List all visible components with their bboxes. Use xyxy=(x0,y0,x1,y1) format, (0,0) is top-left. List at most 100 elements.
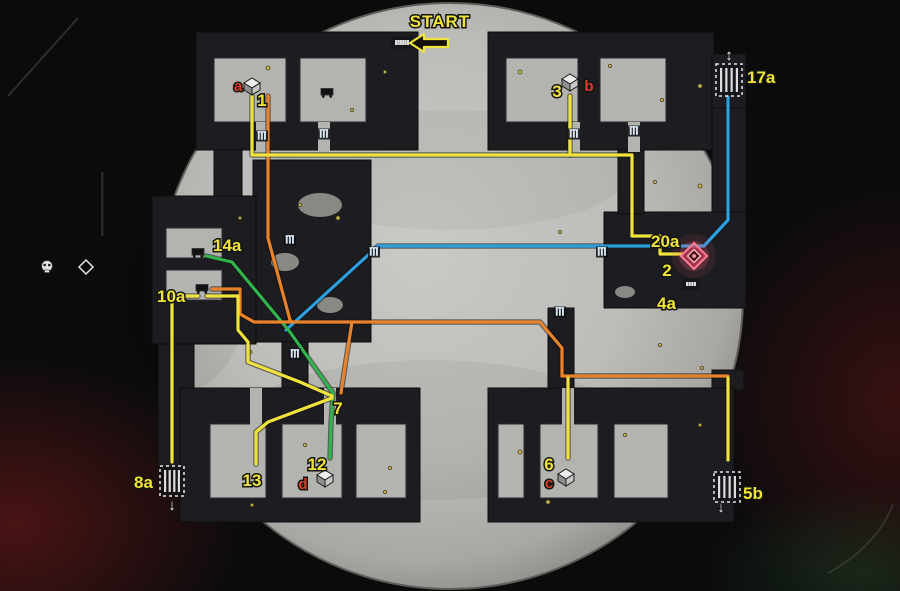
loot-dot xyxy=(382,70,387,75)
route-yellow-main-1-to-2 xyxy=(250,94,684,256)
door-icon xyxy=(289,348,301,360)
exit-box xyxy=(682,278,700,290)
inner-room-tr-1 xyxy=(505,57,579,123)
exit-box xyxy=(391,36,413,49)
door-bar xyxy=(597,248,600,256)
label-wp-13: 13 xyxy=(243,471,262,490)
hatch-bar xyxy=(735,68,738,92)
door-bar xyxy=(632,127,635,135)
exit-17a: ↕ xyxy=(715,46,743,97)
door-bar xyxy=(558,308,561,316)
door-bar xyxy=(322,130,325,138)
label-wp-17a: 17a xyxy=(747,68,776,87)
label-item-b: b xyxy=(584,78,593,95)
label-wp-14a: 14a xyxy=(213,236,242,255)
loot-dot xyxy=(237,215,242,220)
glass-scratch-bottom-right xyxy=(827,503,894,574)
loot-dot xyxy=(660,98,665,103)
loot-dot xyxy=(653,179,658,184)
inner-room-br-2 xyxy=(539,423,599,499)
hatch-bar xyxy=(728,476,731,498)
objective-marker xyxy=(672,234,716,278)
label-wp-12: 12 xyxy=(308,455,327,474)
door-bar xyxy=(288,236,291,244)
hatch-bar xyxy=(733,476,736,498)
door-bar xyxy=(257,131,267,133)
door-bar xyxy=(636,127,638,135)
room-bottom-right xyxy=(487,387,735,523)
door-bar xyxy=(326,130,328,138)
inner-room-tr-2 xyxy=(599,57,667,123)
label-item-d: d xyxy=(298,476,307,493)
door-bar xyxy=(319,129,329,131)
loot-dot xyxy=(265,65,271,71)
bench-leg xyxy=(329,95,332,98)
hatch-bar xyxy=(691,282,694,286)
exit-4a-gate xyxy=(682,278,700,290)
hatch-bar xyxy=(688,282,691,286)
legend-icons xyxy=(41,258,95,276)
door-icon xyxy=(628,125,640,137)
debris-patch xyxy=(615,286,635,298)
door-icon xyxy=(284,234,296,246)
label-wp-10a: 10a xyxy=(157,287,186,306)
hatch-bar xyxy=(397,40,400,45)
green-glow-corner xyxy=(700,485,900,591)
exit-markers: ↕↓↓ xyxy=(159,36,743,517)
start-arrow-icon xyxy=(408,32,450,54)
route-green-14a-to-12 xyxy=(204,254,335,460)
route-orange-7-branch xyxy=(339,320,354,395)
label-item-a: a xyxy=(234,78,243,95)
start-arrow xyxy=(408,32,450,54)
door-bar xyxy=(297,350,299,358)
loot-dot xyxy=(517,449,523,455)
loot-dot xyxy=(558,229,563,234)
hatch-bar xyxy=(406,40,409,45)
loot-dot xyxy=(700,365,705,370)
door-bar xyxy=(369,247,379,249)
label-wp-8a: 8a xyxy=(134,473,153,492)
door-icon xyxy=(256,130,268,142)
hatch-bar xyxy=(402,40,405,45)
skull-eye xyxy=(48,263,51,267)
route-orange-10a-hook xyxy=(210,287,294,324)
door-bar xyxy=(285,236,288,244)
hatch-bar xyxy=(177,470,180,492)
bench-leg xyxy=(200,255,203,258)
hatch-bar xyxy=(168,470,171,492)
exit-box xyxy=(713,471,741,503)
route-lines xyxy=(170,94,730,466)
crate-d-icon xyxy=(316,469,334,488)
label-wp-3: 3 xyxy=(552,82,561,101)
hatch-bar xyxy=(720,68,723,92)
label-wp-2: 2 xyxy=(662,261,671,280)
route-yellow-10a-to-7 xyxy=(205,294,334,398)
hatch-bar xyxy=(173,470,176,492)
label-wp-1: 1 xyxy=(257,91,266,110)
loot-dot xyxy=(623,432,628,437)
door-bar xyxy=(555,308,558,316)
door-gap xyxy=(250,388,262,426)
door-bar xyxy=(264,132,266,140)
door-bar xyxy=(372,248,375,256)
crate-c-icon xyxy=(557,468,575,487)
door-bar xyxy=(562,308,564,316)
loot-dot xyxy=(249,502,254,507)
label-wp-4a: 4a xyxy=(657,294,676,313)
bench-leg xyxy=(322,95,325,98)
crate-right xyxy=(324,474,334,488)
loot-dot xyxy=(302,442,307,447)
hatch-bar xyxy=(725,68,728,92)
hatch-bar xyxy=(404,40,407,45)
hatch-bar xyxy=(730,68,733,92)
door-bar xyxy=(600,248,603,256)
legend-skull-icon xyxy=(41,260,53,273)
item-crates xyxy=(243,73,579,488)
loot-dot xyxy=(658,342,663,347)
bench-icon xyxy=(191,248,205,258)
skull-eye xyxy=(43,263,46,267)
bench-icon xyxy=(195,284,209,294)
loot-dot xyxy=(697,83,703,89)
loot-dot xyxy=(335,215,341,221)
